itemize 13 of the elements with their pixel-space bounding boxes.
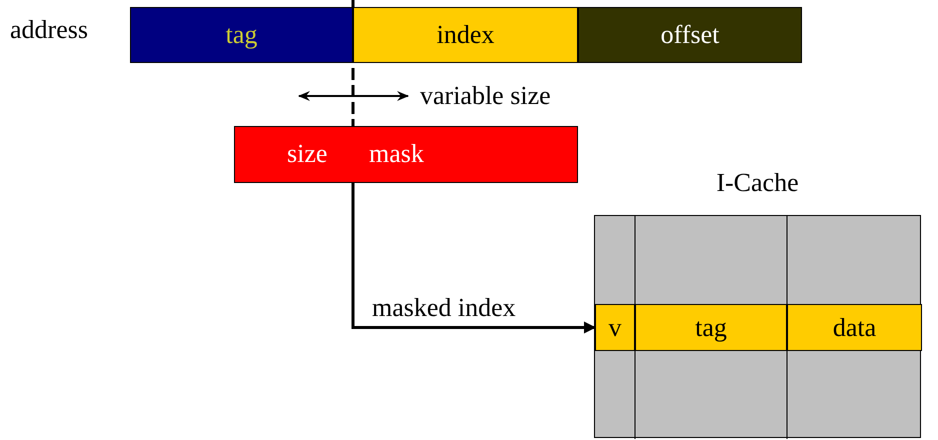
size-label: size (287, 139, 328, 169)
tag-cell: tag (635, 304, 787, 351)
arrow (352, 183, 596, 334)
cache-title: I-Cache (715, 170, 800, 196)
data-cell: data (787, 304, 922, 351)
tag-field: tag (130, 7, 353, 63)
index-field: index (353, 7, 578, 63)
offset-field: offset (578, 7, 802, 63)
size-note: variable size (420, 83, 551, 109)
valid-bit-cell: v (595, 304, 635, 351)
mask-label: mask (369, 139, 424, 169)
size-mask-register (234, 126, 578, 183)
address-label: address (10, 17, 88, 43)
